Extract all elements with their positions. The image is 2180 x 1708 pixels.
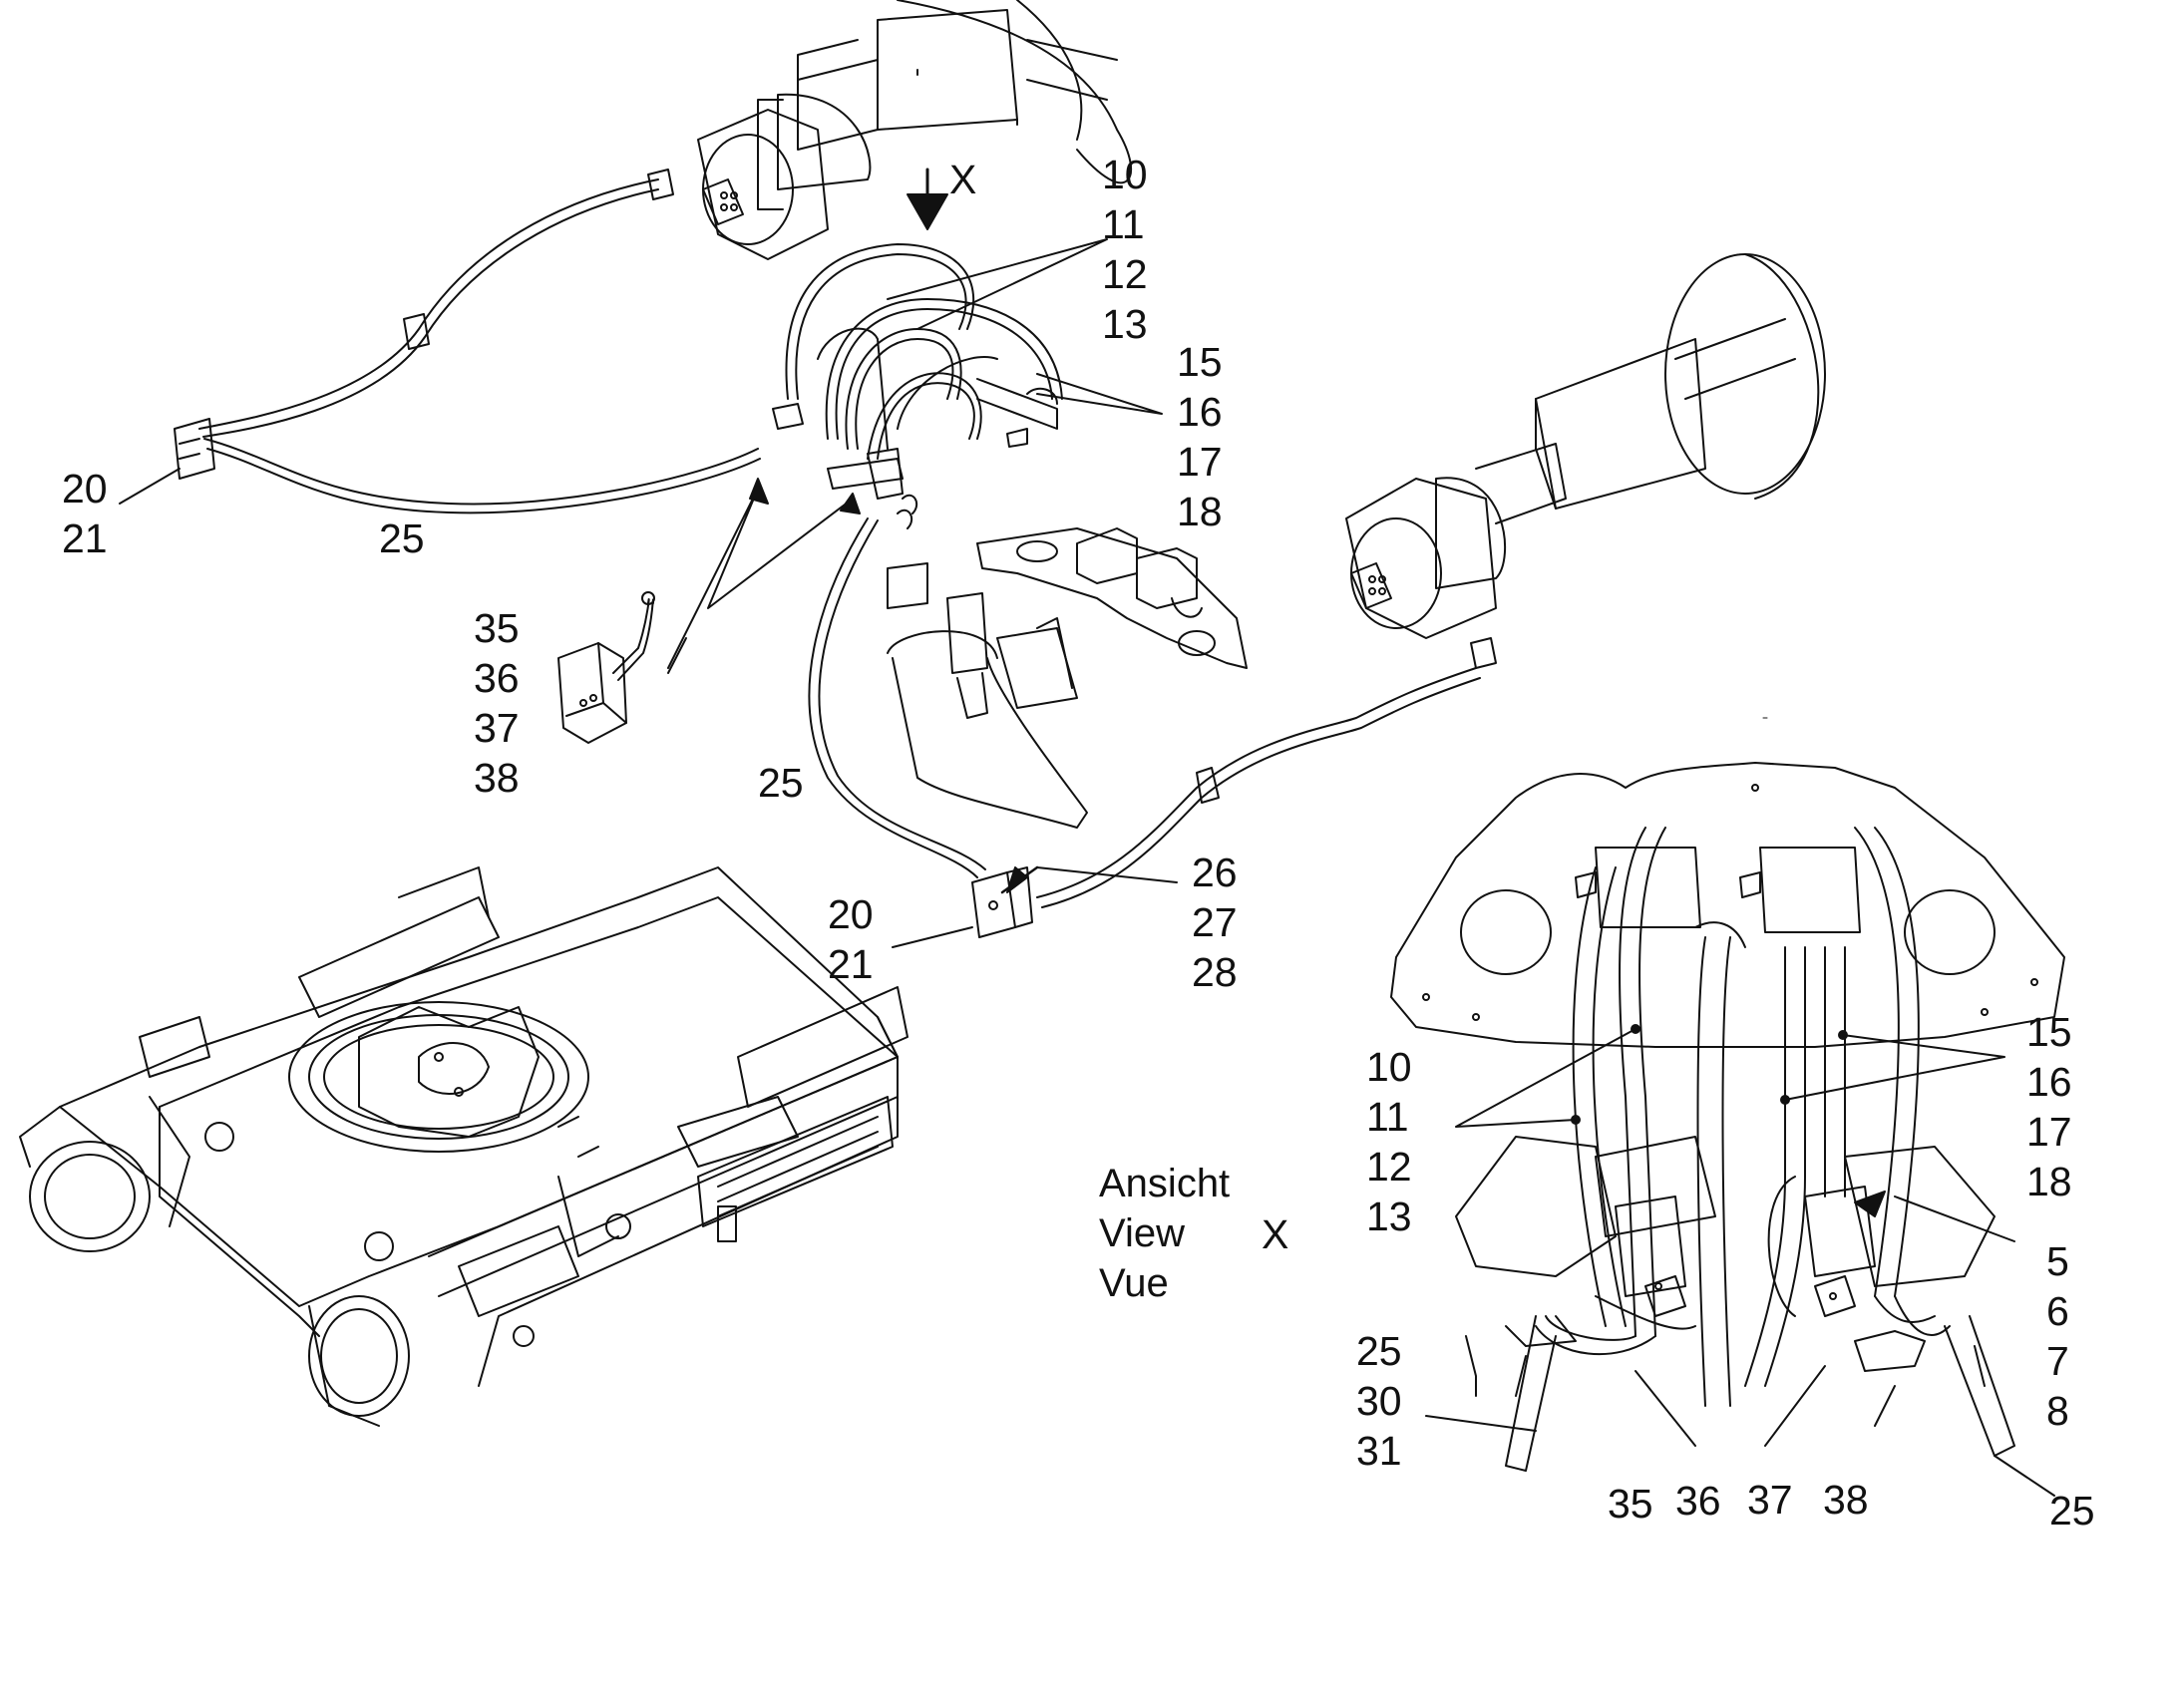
bracket-plate xyxy=(887,527,1248,829)
callout-label: 16 xyxy=(2026,1059,2072,1105)
callout-20-21-left: 20 21 xyxy=(62,464,108,563)
callout-label: 28 xyxy=(1192,949,1238,995)
callout-35-38-valve: 35 36 37 38 xyxy=(474,603,520,803)
callout-label: 20 xyxy=(828,891,874,937)
view-caption-letter: X xyxy=(1262,1211,1289,1257)
valve-block-35-38 xyxy=(557,591,655,744)
travel-motor-top xyxy=(697,0,1132,260)
view-arrow-letter: X xyxy=(949,157,977,202)
callout-label: 12 xyxy=(1102,251,1148,297)
callout-label: 5 xyxy=(2046,1238,2069,1284)
callout-label: 25 xyxy=(1356,1328,1402,1374)
callout-38-bottom: 38 xyxy=(1823,1477,1869,1523)
undercarriage-frame xyxy=(19,866,908,1427)
callout-label: 15 xyxy=(2026,1009,2072,1055)
callout-15-18-top: 15 16 17 18 xyxy=(1177,337,1223,536)
callout-label: 27 xyxy=(1192,899,1238,945)
callout-26-28: 26 27 28 xyxy=(1192,848,1238,997)
callout-25-center: 25 xyxy=(758,760,804,806)
view-x-detail xyxy=(1390,762,2065,1472)
callout-label: 18 xyxy=(1177,489,1223,534)
callout-label: 11 xyxy=(1102,201,1145,247)
callout-label: 13 xyxy=(1366,1194,1412,1239)
callout-label: 10 xyxy=(1366,1044,1412,1090)
callout-label: 8 xyxy=(2046,1388,2069,1434)
callout-label: 6 xyxy=(2046,1288,2069,1334)
view-caption-line: Vue xyxy=(1099,1261,1169,1305)
callout-label: 21 xyxy=(62,515,108,561)
travel-motor-right xyxy=(1345,253,1826,639)
callout-label: 26 xyxy=(1192,850,1238,895)
callout-label: 13 xyxy=(1102,301,1148,347)
callout-label: 12 xyxy=(1366,1144,1412,1190)
callout-label: 7 xyxy=(2046,1338,2069,1384)
view-caption-line: View xyxy=(1099,1211,1185,1255)
callout-5-8: 5 6 7 8 xyxy=(2046,1236,2069,1436)
callout-label: 36 xyxy=(474,655,520,701)
callout-25-30-31: 25 30 31 xyxy=(1356,1326,1402,1476)
callout-10-13-top: 10 11 12 13 xyxy=(1102,150,1148,349)
callout-20-21-bottom: 20 21 xyxy=(828,889,874,989)
callout-label: 21 xyxy=(828,941,874,987)
hose-bundle xyxy=(772,243,1063,529)
leader-arrows-left xyxy=(667,478,861,674)
callout-label: 37 xyxy=(474,705,520,751)
callout-label: 15 xyxy=(1177,339,1223,385)
callout-label: 35 xyxy=(474,605,520,651)
view-x-caption: Ansicht View Vue xyxy=(1099,1159,1230,1308)
callout-label: 31 xyxy=(1356,1428,1402,1474)
callout-label: 10 xyxy=(1102,152,1148,197)
callout-label: 20 xyxy=(62,466,108,512)
callout-label: 17 xyxy=(2026,1109,2072,1155)
callout-36-bottom: 36 xyxy=(1675,1478,1721,1524)
callout-10-13-right: 10 11 12 13 xyxy=(1366,1042,1412,1241)
callout-25-bottom-right: 25 xyxy=(2049,1488,2095,1534)
callout-25-left: 25 xyxy=(379,515,425,561)
callout-37-bottom: 37 xyxy=(1747,1477,1793,1523)
callout-label: 38 xyxy=(474,755,520,801)
callout-label: 16 xyxy=(1177,389,1223,435)
leader-lines-top xyxy=(119,238,1178,948)
leader-lines-view-x xyxy=(1425,1028,2055,1497)
callout-35-bottom: 35 xyxy=(1608,1481,1653,1527)
callout-label: 30 xyxy=(1356,1378,1402,1424)
hose-left-25 xyxy=(174,169,761,514)
view-caption-line: Ansicht xyxy=(1099,1162,1231,1205)
hose-center-25 xyxy=(808,517,1497,908)
callout-label: 11 xyxy=(1366,1094,1409,1140)
callout-label: 18 xyxy=(2026,1159,2072,1204)
view-arrow-x xyxy=(907,168,948,230)
block-20-21-center xyxy=(971,865,1039,938)
callout-15-18-right: 15 16 17 18 xyxy=(2026,1007,2072,1206)
callout-label: 17 xyxy=(1177,439,1223,485)
